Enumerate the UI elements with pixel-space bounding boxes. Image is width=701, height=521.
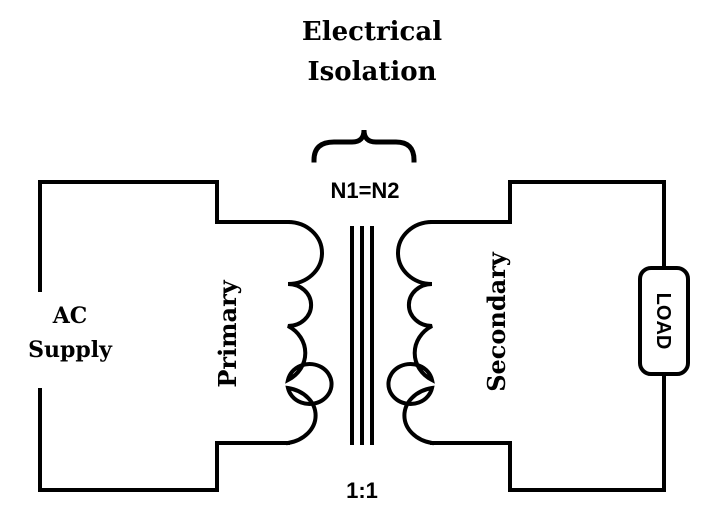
load-label: LOAD <box>652 293 674 350</box>
title-line-1: Electrical <box>302 17 442 47</box>
load-box <box>638 266 690 376</box>
primary-coil <box>285 219 334 446</box>
ratio-label: 1:1 <box>346 478 378 503</box>
secondary-coil <box>386 219 435 446</box>
transformer-core <box>350 226 374 445</box>
secondary-bottom-wire <box>430 372 666 492</box>
source-label-line-1: AC <box>52 303 88 329</box>
turns-equal-label: N1=N2 <box>330 178 399 203</box>
primary-top-wire <box>38 180 290 292</box>
isolation-brace <box>311 129 417 163</box>
secondary-top-wire <box>430 180 666 270</box>
source-label-line-2: Supply <box>28 337 113 363</box>
secondary-label: Secondary <box>482 251 511 392</box>
title-line-2: Isolation <box>308 57 437 87</box>
primary-bottom-wire <box>38 388 290 492</box>
primary-label: Primary <box>213 279 242 387</box>
